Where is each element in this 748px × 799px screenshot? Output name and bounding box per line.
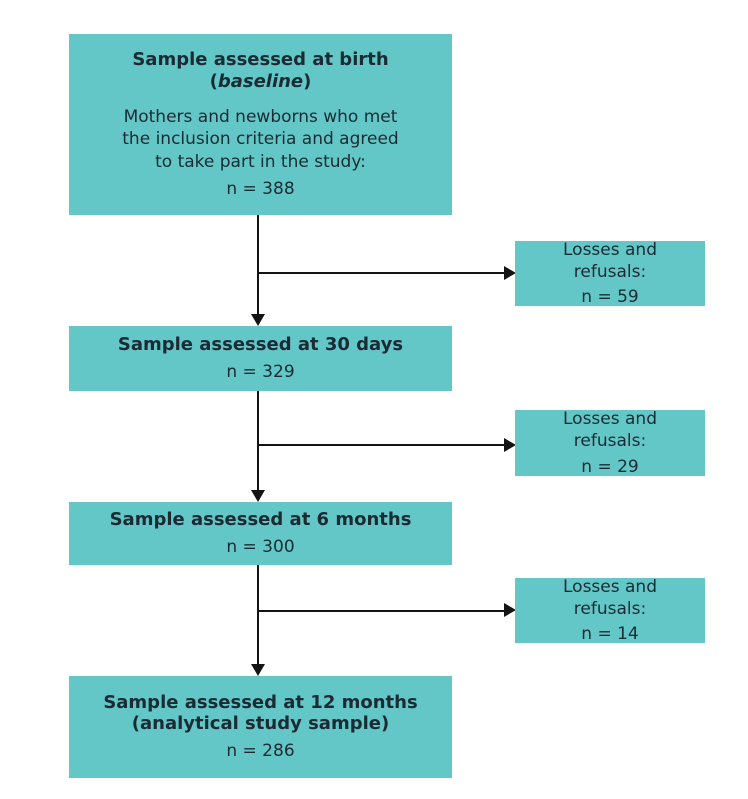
connector-vertical-3 — [257, 565, 259, 664]
subtitle-italic: baseline — [217, 70, 304, 92]
arrowhead-down-1 — [251, 314, 265, 326]
arrowhead-down-3 — [251, 664, 265, 676]
box-title: Sample assessed at 12 months (analytical… — [103, 692, 417, 736]
box-subtitle-line: (baseline) — [132, 71, 388, 93]
box-title: Sample assessed at birth (baseline) — [132, 49, 388, 93]
box-description: Mothers and newborns who met the inclusi… — [122, 106, 398, 173]
connector-vertical-2 — [257, 391, 259, 490]
sample-size: n = 300 — [226, 536, 295, 557]
loss-label: Losses and refusals: — [563, 409, 657, 452]
box-title-line: Sample assessed at 12 months — [103, 691, 418, 713]
sample-size: n = 388 — [226, 179, 295, 200]
loss-label: Losses and refusals: — [563, 576, 657, 619]
sample-size: n = 286 — [226, 741, 295, 762]
box-subtitle-line: (analytical study sample) — [131, 713, 390, 735]
box-title-line: Sample assessed at birth — [132, 48, 389, 70]
subtitle-paren-open: ( — [209, 70, 218, 92]
arrowhead-down-2 — [251, 490, 265, 502]
connector-branch-2 — [258, 444, 504, 446]
box-title: Sample assessed at 6 months — [110, 509, 412, 531]
connector-vertical-1 — [257, 215, 259, 314]
connector-branch-3 — [258, 610, 504, 612]
sample-size: n = 329 — [226, 361, 295, 382]
box-title: Sample assessed at 30 days — [118, 334, 403, 356]
flow-box-baseline: Sample assessed at birth (baseline) Moth… — [69, 34, 452, 215]
loss-box-2: Losses and refusals: n = 29 — [515, 409, 705, 477]
flow-box-30-days: Sample assessed at 30 days n = 329 — [69, 326, 452, 391]
connector-branch-1 — [258, 272, 504, 274]
box-title-line: Sample assessed at 30 days — [117, 333, 404, 355]
loss-box-1: Losses and refusals: n = 59 — [515, 239, 705, 308]
loss-box-3: Losses and refusals: n = 14 — [515, 576, 705, 645]
loss-sample-size: n = 59 — [581, 287, 639, 308]
loss-sample-size: n = 14 — [581, 624, 639, 645]
flow-box-6-months: Sample assessed at 6 months n = 300 — [69, 502, 452, 565]
box-title-line: Sample assessed at 6 months — [109, 508, 412, 530]
flow-box-12-months: Sample assessed at 12 months (analytical… — [69, 676, 452, 778]
subtitle-paren-close: ) — [303, 70, 312, 92]
loss-sample-size: n = 29 — [581, 456, 639, 477]
arrowhead-right-3 — [504, 603, 516, 617]
arrowhead-right-1 — [504, 266, 516, 280]
description-line: Mothers and newborns who met — [123, 106, 398, 127]
loss-label: Losses and refusals: — [563, 239, 657, 282]
description-line: to take part in the study: — [155, 151, 366, 172]
arrowhead-right-2 — [504, 438, 516, 452]
description-line: the inclusion criteria and agreed — [122, 129, 399, 150]
